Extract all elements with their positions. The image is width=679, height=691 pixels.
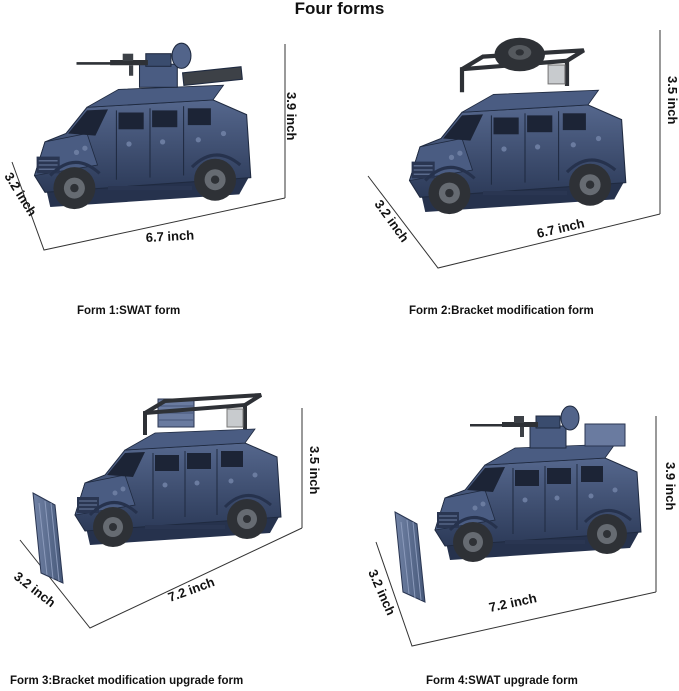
form-4-vehicle	[394, 405, 643, 603]
form-2-vehicle	[407, 37, 628, 216]
form-2-depth-label: 3.2 inch	[372, 197, 413, 245]
form-4-height-label: 3.9 inch	[663, 462, 678, 510]
form-1-dimension-lines	[11, 44, 286, 251]
form-3-width-label: 7.2 inch	[166, 574, 217, 605]
page-title: Four forms	[294, 0, 385, 18]
form-2-dimension-lines	[367, 30, 661, 269]
form-1-vehicle	[32, 42, 253, 211]
form-4-width-label: 7.2 inch	[488, 590, 539, 615]
form-3-height-label: 3.5 inch	[307, 446, 322, 494]
form-1-depth-label: 3.2 inch	[1, 170, 39, 219]
form-2-width-label: 6.7 inch	[535, 215, 586, 241]
form-2-caption: Form 2:Bracket modification form	[409, 305, 594, 317]
form-3-vehicle	[32, 393, 283, 584]
form-1-caption: Form 1:SWAT form	[77, 305, 181, 317]
form-1-height-label: 3.9 inch	[284, 92, 299, 140]
form-2-height-label: 3.5 inch	[665, 76, 679, 124]
form-4-caption: Form 4:SWAT upgrade form	[426, 675, 578, 687]
form-1-width-label: 6.7 inch	[145, 227, 194, 245]
form-3-caption: Form 3:Bracket modification upgrade form	[10, 675, 244, 687]
form-4-dimension-lines	[375, 416, 657, 647]
